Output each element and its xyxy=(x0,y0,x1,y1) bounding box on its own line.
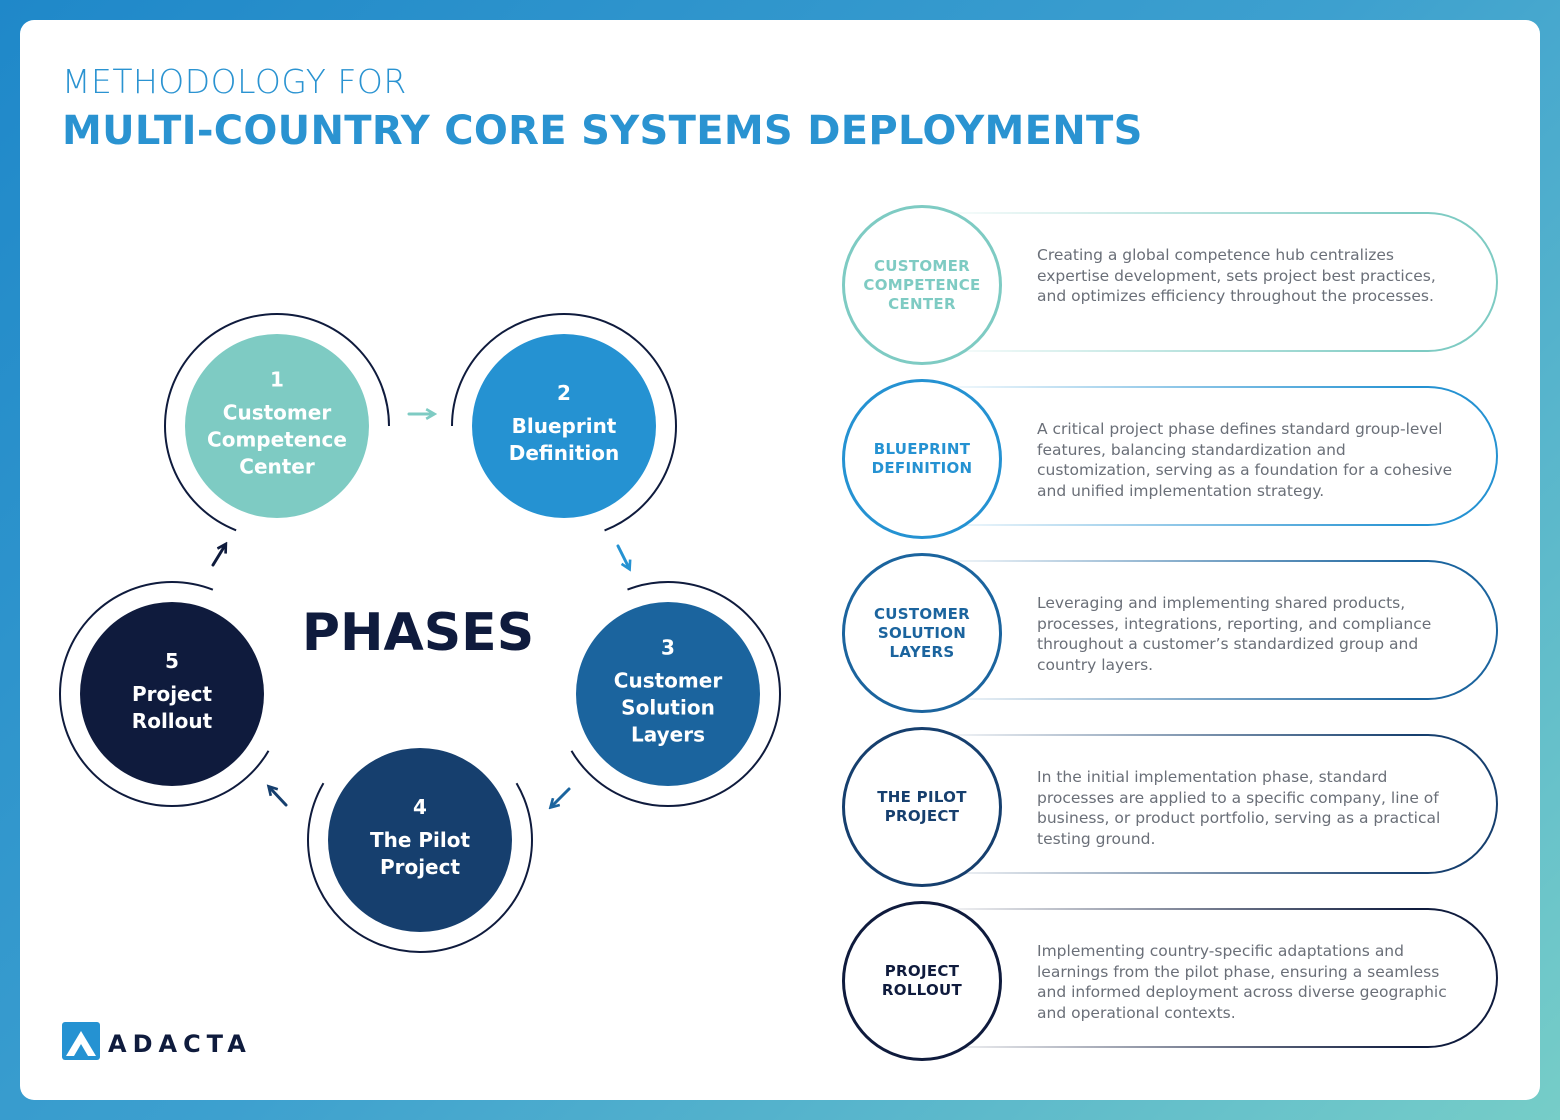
page-title: MULTI-COUNTRY CORE SYSTEMS DEPLOYMENTS xyxy=(62,108,1143,154)
phase-circle-1 xyxy=(185,334,369,518)
detail-description: In the initial implementation phase, sta… xyxy=(1037,768,1441,848)
phases-center-label: PHASES xyxy=(302,603,534,663)
phase-detail-row: PROJECT ROLLOUT Implementing country-spec… xyxy=(842,901,1502,1061)
phase-detail-row: CUSTOMER SOLUTION LAYERS Leveraging and i… xyxy=(842,553,1502,713)
phase-label-line: Blueprint xyxy=(512,414,617,438)
phase-detail-row: THE PILOT PROJECT In the initial implemen… xyxy=(842,727,1502,887)
phase-detail-row: BLUEPRINT DEFINITION A critical project p… xyxy=(842,379,1502,539)
flow-arrow-icon-4 xyxy=(271,789,288,807)
detail-description: A critical project phase defines standar… xyxy=(1037,420,1453,500)
phase-detail-row: CUSTOMER COMPETENCE CENTER Creating a glo… xyxy=(842,205,1502,365)
detail-pill xyxy=(922,212,1498,352)
phase-label-line: Project xyxy=(380,855,461,879)
phase-label-line: Layers xyxy=(631,723,705,747)
detail-pill xyxy=(922,386,1498,526)
phases-cycle-diagram: 1CustomerCompetenceCenter2BlueprintDefin… xyxy=(59,313,781,953)
phase-circle-4 xyxy=(328,748,512,932)
detail-description: Creating a global competence hub central… xyxy=(1037,246,1436,305)
flow-arrow-icon-3 xyxy=(553,787,571,805)
detail-title: CUSTOMER SOLUTION LAYERS xyxy=(873,604,971,661)
phase-label-line: The Pilot xyxy=(370,828,471,852)
phase-number: 4 xyxy=(413,795,427,819)
phase-label-line: Competence xyxy=(207,428,347,452)
detail-pill xyxy=(922,734,1498,874)
phase-label-line: Project xyxy=(132,682,213,706)
detail-title-circle: CUSTOMER COMPETENCE CENTER xyxy=(842,205,1002,365)
phase-label-line: Customer xyxy=(614,669,723,693)
detail-title-circle: BLUEPRINT DEFINITION xyxy=(842,379,1002,539)
title-top: METHODOLOGY FOR xyxy=(62,62,407,101)
phase-number: 3 xyxy=(661,636,675,660)
detail-title: BLUEPRINT DEFINITION xyxy=(871,440,973,477)
phase-number: 1 xyxy=(270,368,284,392)
detail-title-circle: PROJECT ROLLOUT xyxy=(842,901,1002,1061)
detail-pill xyxy=(922,560,1498,700)
detail-title-circle: THE PILOT PROJECT xyxy=(842,727,1002,887)
phase-label-line: Rollout xyxy=(132,709,213,733)
phase-number: 2 xyxy=(557,381,571,405)
detail-description: Leveraging and implementing shared produ… xyxy=(1037,594,1432,674)
detail-title-circle: CUSTOMER SOLUTION LAYERS xyxy=(842,553,1002,713)
phase-label-line: Center xyxy=(239,455,315,479)
detail-pill xyxy=(922,908,1498,1048)
detail-title: THE PILOT PROJECT xyxy=(877,788,967,825)
detail-title: CUSTOMER COMPETENCE CENTER xyxy=(863,256,981,313)
phase-circle-2 xyxy=(472,334,656,518)
detail-description: Implementing country-specific adaptation… xyxy=(1037,942,1447,1022)
phase-circle-5 xyxy=(80,602,264,786)
detail-title: PROJECT ROLLOUT xyxy=(881,962,963,999)
phase-label-line: Customer xyxy=(223,401,332,425)
phase-circle-3 xyxy=(576,602,760,786)
flow-arrow-icon-2 xyxy=(616,544,628,566)
adacta-logo-icon xyxy=(62,1022,100,1060)
phase-label-line: Solution xyxy=(621,696,715,720)
phase-label-line: Definition xyxy=(509,441,619,465)
logo-wordmark: ADACTA xyxy=(108,1030,252,1058)
phase-number: 5 xyxy=(165,649,179,673)
flow-arrow-icon-5 xyxy=(211,547,224,567)
